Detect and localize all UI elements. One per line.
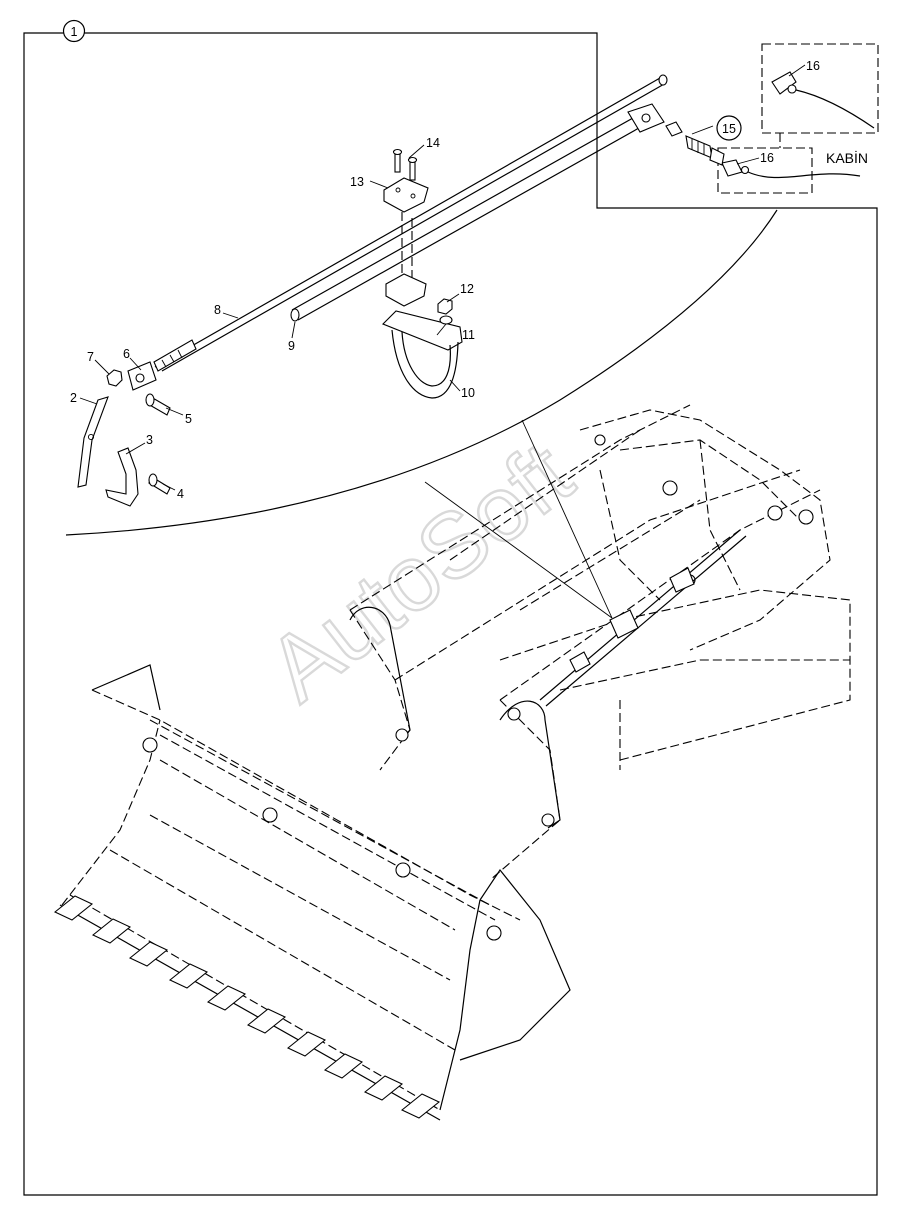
callout-3: 3 [146, 433, 153, 447]
watermark: AutoSoft [250, 423, 591, 721]
clamp-block-upper [383, 148, 429, 213]
fork-clevis [127, 361, 157, 391]
callout-12: 12 [460, 282, 474, 296]
callout-4: 4 [177, 487, 184, 501]
callout-10: 10 [461, 386, 475, 400]
kabin-label: KABİN [826, 149, 868, 166]
frame-callout-number: 1 [71, 25, 78, 39]
nut [106, 369, 123, 387]
clamp-block-lower [385, 273, 427, 307]
callout-14: 14 [426, 136, 440, 150]
strap-clamp [105, 447, 139, 507]
protective-tube [290, 113, 647, 322]
loader-crossbar [142, 719, 502, 941]
rod-assembly [153, 74, 668, 372]
detail-leader-right [521, 419, 613, 619]
callout-11: 11 [462, 328, 475, 342]
rod-end-bracket [627, 103, 683, 137]
callout-7: 7 [87, 350, 94, 364]
frame-callout-circle [62, 19, 86, 43]
sensor-plug-elbow [771, 71, 875, 129]
loader-bucket [59, 664, 571, 1121]
bucket-teeth [53, 895, 441, 1119]
mounting-bracket [77, 396, 109, 488]
callout-8: 8 [214, 303, 221, 317]
callout-16-upper: 16 [806, 59, 820, 73]
bracket-hole [87, 433, 95, 441]
callout-16-lower: 16 [760, 151, 774, 165]
saddle-clamp [382, 310, 463, 399]
washer [439, 315, 453, 325]
cabin-inset-box-lower [717, 147, 813, 194]
callout-9: 9 [288, 339, 295, 353]
callout-15: 15 [722, 122, 736, 136]
clevis-pin [145, 393, 171, 416]
loader-linkage-rod [539, 529, 747, 707]
callout-2: 2 [70, 391, 77, 405]
callout-5: 5 [185, 412, 192, 426]
threaded-adapter [685, 135, 725, 166]
detail-view-arc [65, 209, 778, 536]
callout-13: 13 [350, 175, 364, 189]
detail-leader-left [424, 481, 613, 619]
callout-leaders [79, 64, 806, 491]
clamp-bolt [148, 473, 171, 495]
callout-15-circle [716, 115, 742, 141]
callout-6: 6 [123, 347, 130, 361]
cabin-inset-box-upper [761, 43, 879, 134]
lock-nut [437, 298, 453, 315]
diagram-frame [23, 32, 878, 1196]
loader-lift-arms [349, 404, 821, 881]
